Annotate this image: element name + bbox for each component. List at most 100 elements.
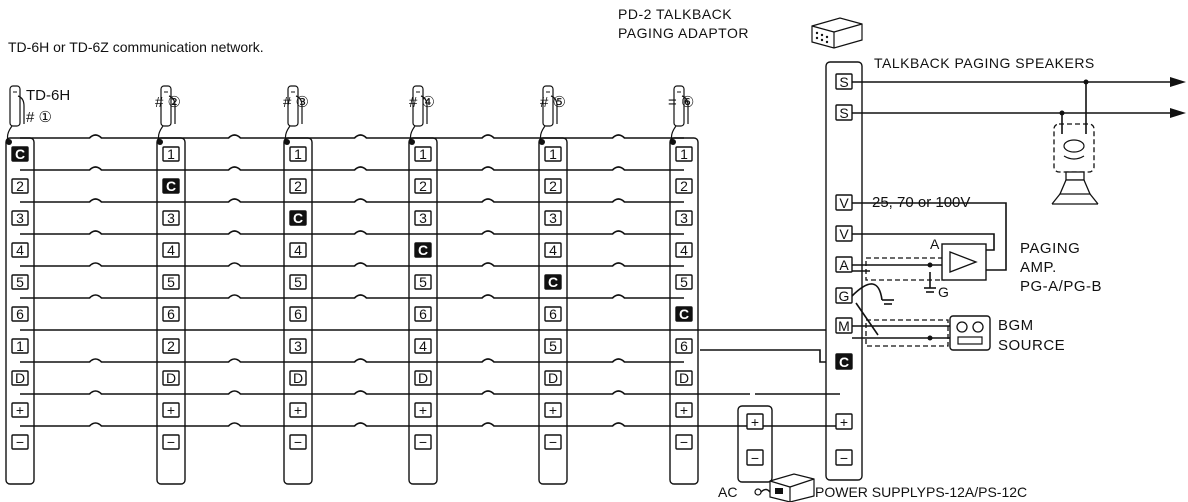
svg-text:+: +	[680, 402, 688, 418]
svg-text:S: S	[839, 105, 848, 121]
svg-text:C: C	[418, 242, 428, 258]
station-terminal-strip	[669, 137, 699, 485]
handset-icon	[539, 85, 558, 145]
svg-text:3: 3	[419, 210, 427, 226]
svg-text:1: 1	[294, 146, 302, 162]
ac-plug-icon	[754, 488, 771, 496]
station-terminal: D	[162, 370, 180, 386]
svg-text:2: 2	[16, 178, 24, 194]
station-terminal: 6	[675, 338, 693, 354]
station-terminal: 4	[162, 242, 180, 258]
amp-input-label: A	[930, 236, 940, 252]
station-terminal: D	[544, 370, 562, 386]
svg-text:6: 6	[167, 306, 175, 322]
svg-text:C: C	[166, 178, 176, 194]
svg-text:M: M	[838, 318, 850, 334]
adaptor-terminal: V	[835, 225, 853, 242]
station-terminal-strip	[5, 137, 35, 485]
station-number-label: # ①	[26, 109, 52, 126]
svg-text:1: 1	[549, 146, 557, 162]
station-terminal: 2	[544, 178, 562, 194]
svg-text:3: 3	[680, 210, 688, 226]
svg-text:5: 5	[294, 274, 302, 290]
svg-text:2: 2	[167, 338, 175, 354]
adaptor-terminal: V	[835, 194, 853, 211]
station-terminal: 6	[414, 306, 432, 322]
speaker-transformer-icon	[1053, 123, 1095, 173]
station-terminal: −	[544, 434, 562, 450]
station-terminal: 5	[289, 274, 307, 290]
svg-text:V: V	[839, 226, 849, 242]
station-number-label: # ②	[155, 94, 181, 111]
power-supply-label: POWER SUPPLYPS-12A/PS-12C	[815, 484, 1027, 500]
station-terminal: 3	[11, 210, 29, 226]
svg-text:4: 4	[680, 242, 688, 258]
svg-text:−: −	[840, 450, 848, 466]
talk-bus-wire	[20, 358, 684, 363]
adaptor-terminal: M	[835, 317, 853, 334]
station-number-label: # ⑤	[540, 94, 566, 111]
adaptor-terminal: S	[835, 104, 853, 121]
station-terminal: C	[11, 146, 29, 162]
station-terminal: 2	[675, 178, 693, 194]
handset-icon	[284, 85, 303, 145]
station-terminal-strip	[156, 137, 186, 485]
psu-terminal-strip	[737, 405, 773, 483]
station-terminal: 4	[675, 242, 693, 258]
station-terminal: 4	[289, 242, 307, 258]
svg-text:S: S	[839, 74, 848, 90]
station-terminal: 3	[289, 338, 307, 354]
svg-text:+: +	[419, 402, 427, 418]
svg-text:2: 2	[549, 178, 557, 194]
station-terminal: D	[11, 370, 29, 386]
station-number-label: # ④	[409, 94, 435, 111]
svg-text:−: −	[167, 434, 175, 450]
station-model-label: TD-6H	[26, 87, 70, 104]
svg-text:1: 1	[167, 146, 175, 162]
station-terminal: 2	[289, 178, 307, 194]
svg-text:2: 2	[294, 178, 302, 194]
svg-text:G: G	[839, 288, 850, 304]
station-terminal-strip	[283, 137, 313, 485]
speaker-lines	[852, 77, 1186, 134]
svg-text:D: D	[15, 370, 25, 386]
station-terminal: −	[675, 434, 693, 450]
adaptor-power-terminal: −	[835, 449, 853, 466]
svg-text:5: 5	[419, 274, 427, 290]
station-terminal: +	[289, 402, 307, 418]
adaptor-power-terminal: +	[835, 413, 853, 430]
amp-label-2: AMP.	[1020, 259, 1057, 276]
station-terminal: 1	[675, 146, 693, 162]
svg-text:+: +	[751, 414, 759, 430]
station-terminal: +	[414, 402, 432, 418]
network-title: TD-6H or TD-6Z communication network.	[8, 39, 264, 55]
amp-wiring	[851, 202, 1007, 347]
station-terminal: −	[162, 434, 180, 450]
svg-text:−: −	[419, 434, 427, 450]
svg-text:−: −	[549, 434, 557, 450]
svg-text:D: D	[293, 370, 303, 386]
station-terminal: 4	[414, 338, 432, 354]
svg-text:D: D	[548, 370, 558, 386]
svg-text:−: −	[680, 434, 688, 450]
svg-text:5: 5	[167, 274, 175, 290]
station-terminal: 3	[162, 210, 180, 226]
station-terminal: +	[162, 402, 180, 418]
paging-amp-box	[941, 243, 987, 281]
svg-text:+: +	[840, 414, 848, 430]
station-terminal: +	[11, 402, 29, 418]
station-terminal-strip	[408, 137, 438, 485]
power-bus-wire	[20, 422, 840, 427]
station-terminal: 5	[544, 338, 562, 354]
svg-text:5: 5	[680, 274, 688, 290]
handset-icon	[6, 85, 25, 145]
adaptor-icon	[811, 17, 863, 49]
amp-ground-label: G	[938, 284, 949, 300]
svg-text:+: +	[549, 402, 557, 418]
station-terminal: C	[162, 178, 180, 194]
svg-text:5: 5	[16, 274, 24, 290]
station-terminal: C	[289, 210, 307, 226]
psu-terminal: +	[746, 413, 764, 430]
svg-text:C: C	[15, 146, 25, 162]
